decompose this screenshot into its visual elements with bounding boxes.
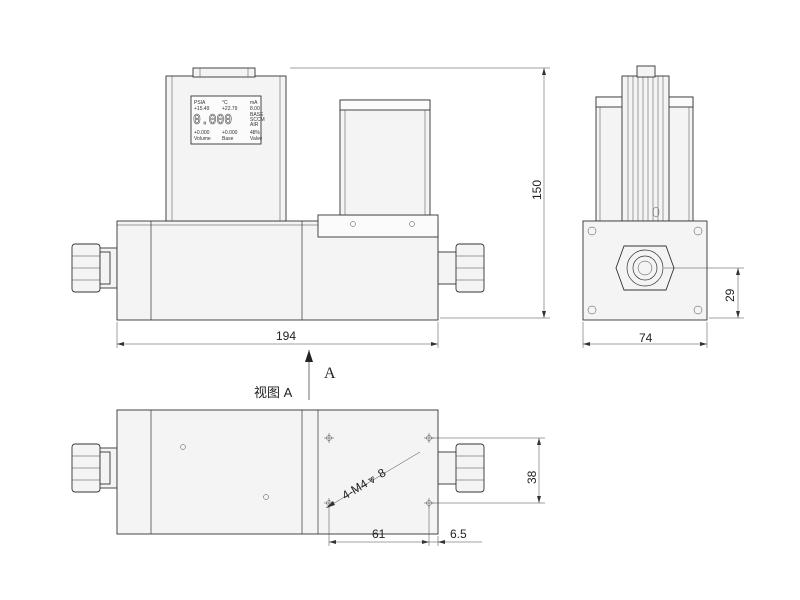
- bottom-left-fitting: [71, 443, 118, 493]
- display-row1-col3: mA: [250, 100, 258, 106]
- dim-length: 194: [116, 322, 439, 348]
- front-left-fitting: [71, 243, 118, 293]
- front-valve-body: [339, 99, 431, 216]
- front-view: PSIA °C mA +15.49 +22.79 8.00 0.000 BASE…: [71, 67, 550, 400]
- front-base-block: [116, 220, 439, 321]
- front-valve-plate: [317, 214, 439, 238]
- dim-width: 74: [582, 322, 708, 348]
- view-title: 视图 A: [254, 385, 293, 400]
- front-top-connector: [192, 67, 256, 78]
- display-row5-col2: Base: [222, 136, 234, 142]
- display-panel: PSIA °C mA +15.49 +22.79 8.00 0.000 BASE…: [190, 95, 265, 145]
- dim-hole-pitch-x-label: 61: [372, 527, 386, 541]
- display-row1-col1: PSIA: [194, 100, 206, 106]
- display-unit-1: BASE: [250, 112, 264, 118]
- display-row4-col2: +0.000: [222, 130, 238, 136]
- display-row2-col2: +22.79: [222, 106, 238, 112]
- display-row2-col3: 8.00: [250, 106, 260, 112]
- dim-hole-pitch-x: 61 6.5: [328, 506, 482, 546]
- bottom-base-block: [116, 409, 439, 535]
- display-row1-col2: °C: [222, 100, 228, 106]
- display-row4-col1: +0.000: [194, 130, 210, 136]
- display-row5-col3: Valve: [250, 136, 262, 142]
- display-unit-3: AIR: [250, 122, 259, 128]
- display-main-value: 0.000: [193, 113, 232, 128]
- bottom-view: 4-M4 ⩔ 8 38 61 6.5: [71, 409, 545, 546]
- display-row4-col3: 48%: [250, 130, 261, 136]
- dim-hole-edge-label: 6.5: [450, 527, 467, 541]
- dim-length-label: 194: [276, 329, 296, 343]
- bottom-right-fitting: [437, 443, 485, 493]
- view-arrow: A 视图 A: [254, 350, 336, 400]
- view-arrow-label: A: [324, 365, 336, 382]
- dim-port-height-label: 29: [723, 288, 737, 302]
- display-row2-col1: +15.49: [194, 106, 210, 112]
- dim-width-label: 74: [639, 331, 653, 345]
- front-right-fitting: [437, 243, 485, 293]
- dim-port-height: 29: [664, 267, 744, 319]
- side-heatsink: [621, 65, 670, 222]
- display-unit-2: SCCM: [250, 117, 265, 123]
- dim-height: 150: [290, 67, 550, 319]
- dim-hole-pitch-y-label: 38: [525, 470, 539, 484]
- side-view: 74 29: [582, 65, 744, 348]
- dim-height-label: 150: [530, 180, 544, 200]
- side-port: [615, 245, 675, 291]
- dim-hole-pitch-y: 38: [432, 437, 545, 504]
- display-row5-col1: Volume: [194, 136, 211, 142]
